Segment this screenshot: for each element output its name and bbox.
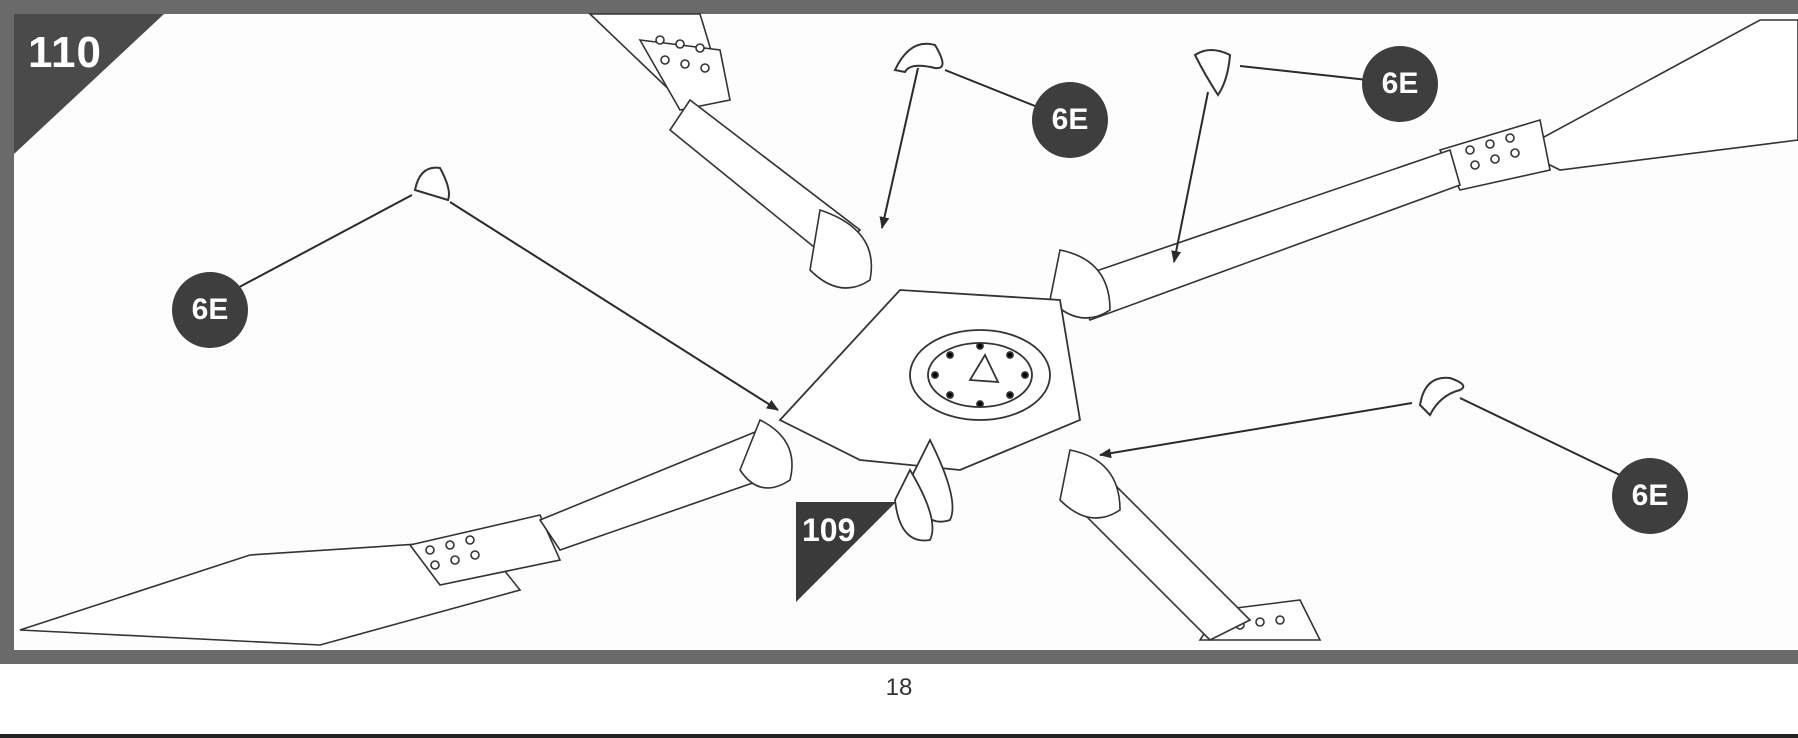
page-number: 18 (885, 674, 913, 701)
part-callout: 6E (172, 272, 248, 348)
part-callout: 6E (1612, 458, 1688, 534)
rotor-hub (778, 289, 1082, 542)
part-callout: 6E (1362, 46, 1438, 122)
rotor-blade-top (588, 13, 731, 111)
step-corner-tab (14, 14, 164, 154)
leader-lines (229, 65, 1623, 477)
step-number: 110 (28, 28, 102, 77)
part-6e-shapes (413, 42, 1465, 417)
rotor-blade-left (19, 514, 562, 646)
rotor-blade-right (1438, 19, 1798, 191)
reference-step-number: 109 (802, 512, 856, 548)
rotor-arms (538, 98, 1461, 641)
bottom-rule (0, 734, 1798, 738)
reference-step-triangle (796, 502, 896, 602)
part-callout: 6E (1032, 82, 1108, 158)
rotor-head-drawing (19, 13, 1798, 646)
